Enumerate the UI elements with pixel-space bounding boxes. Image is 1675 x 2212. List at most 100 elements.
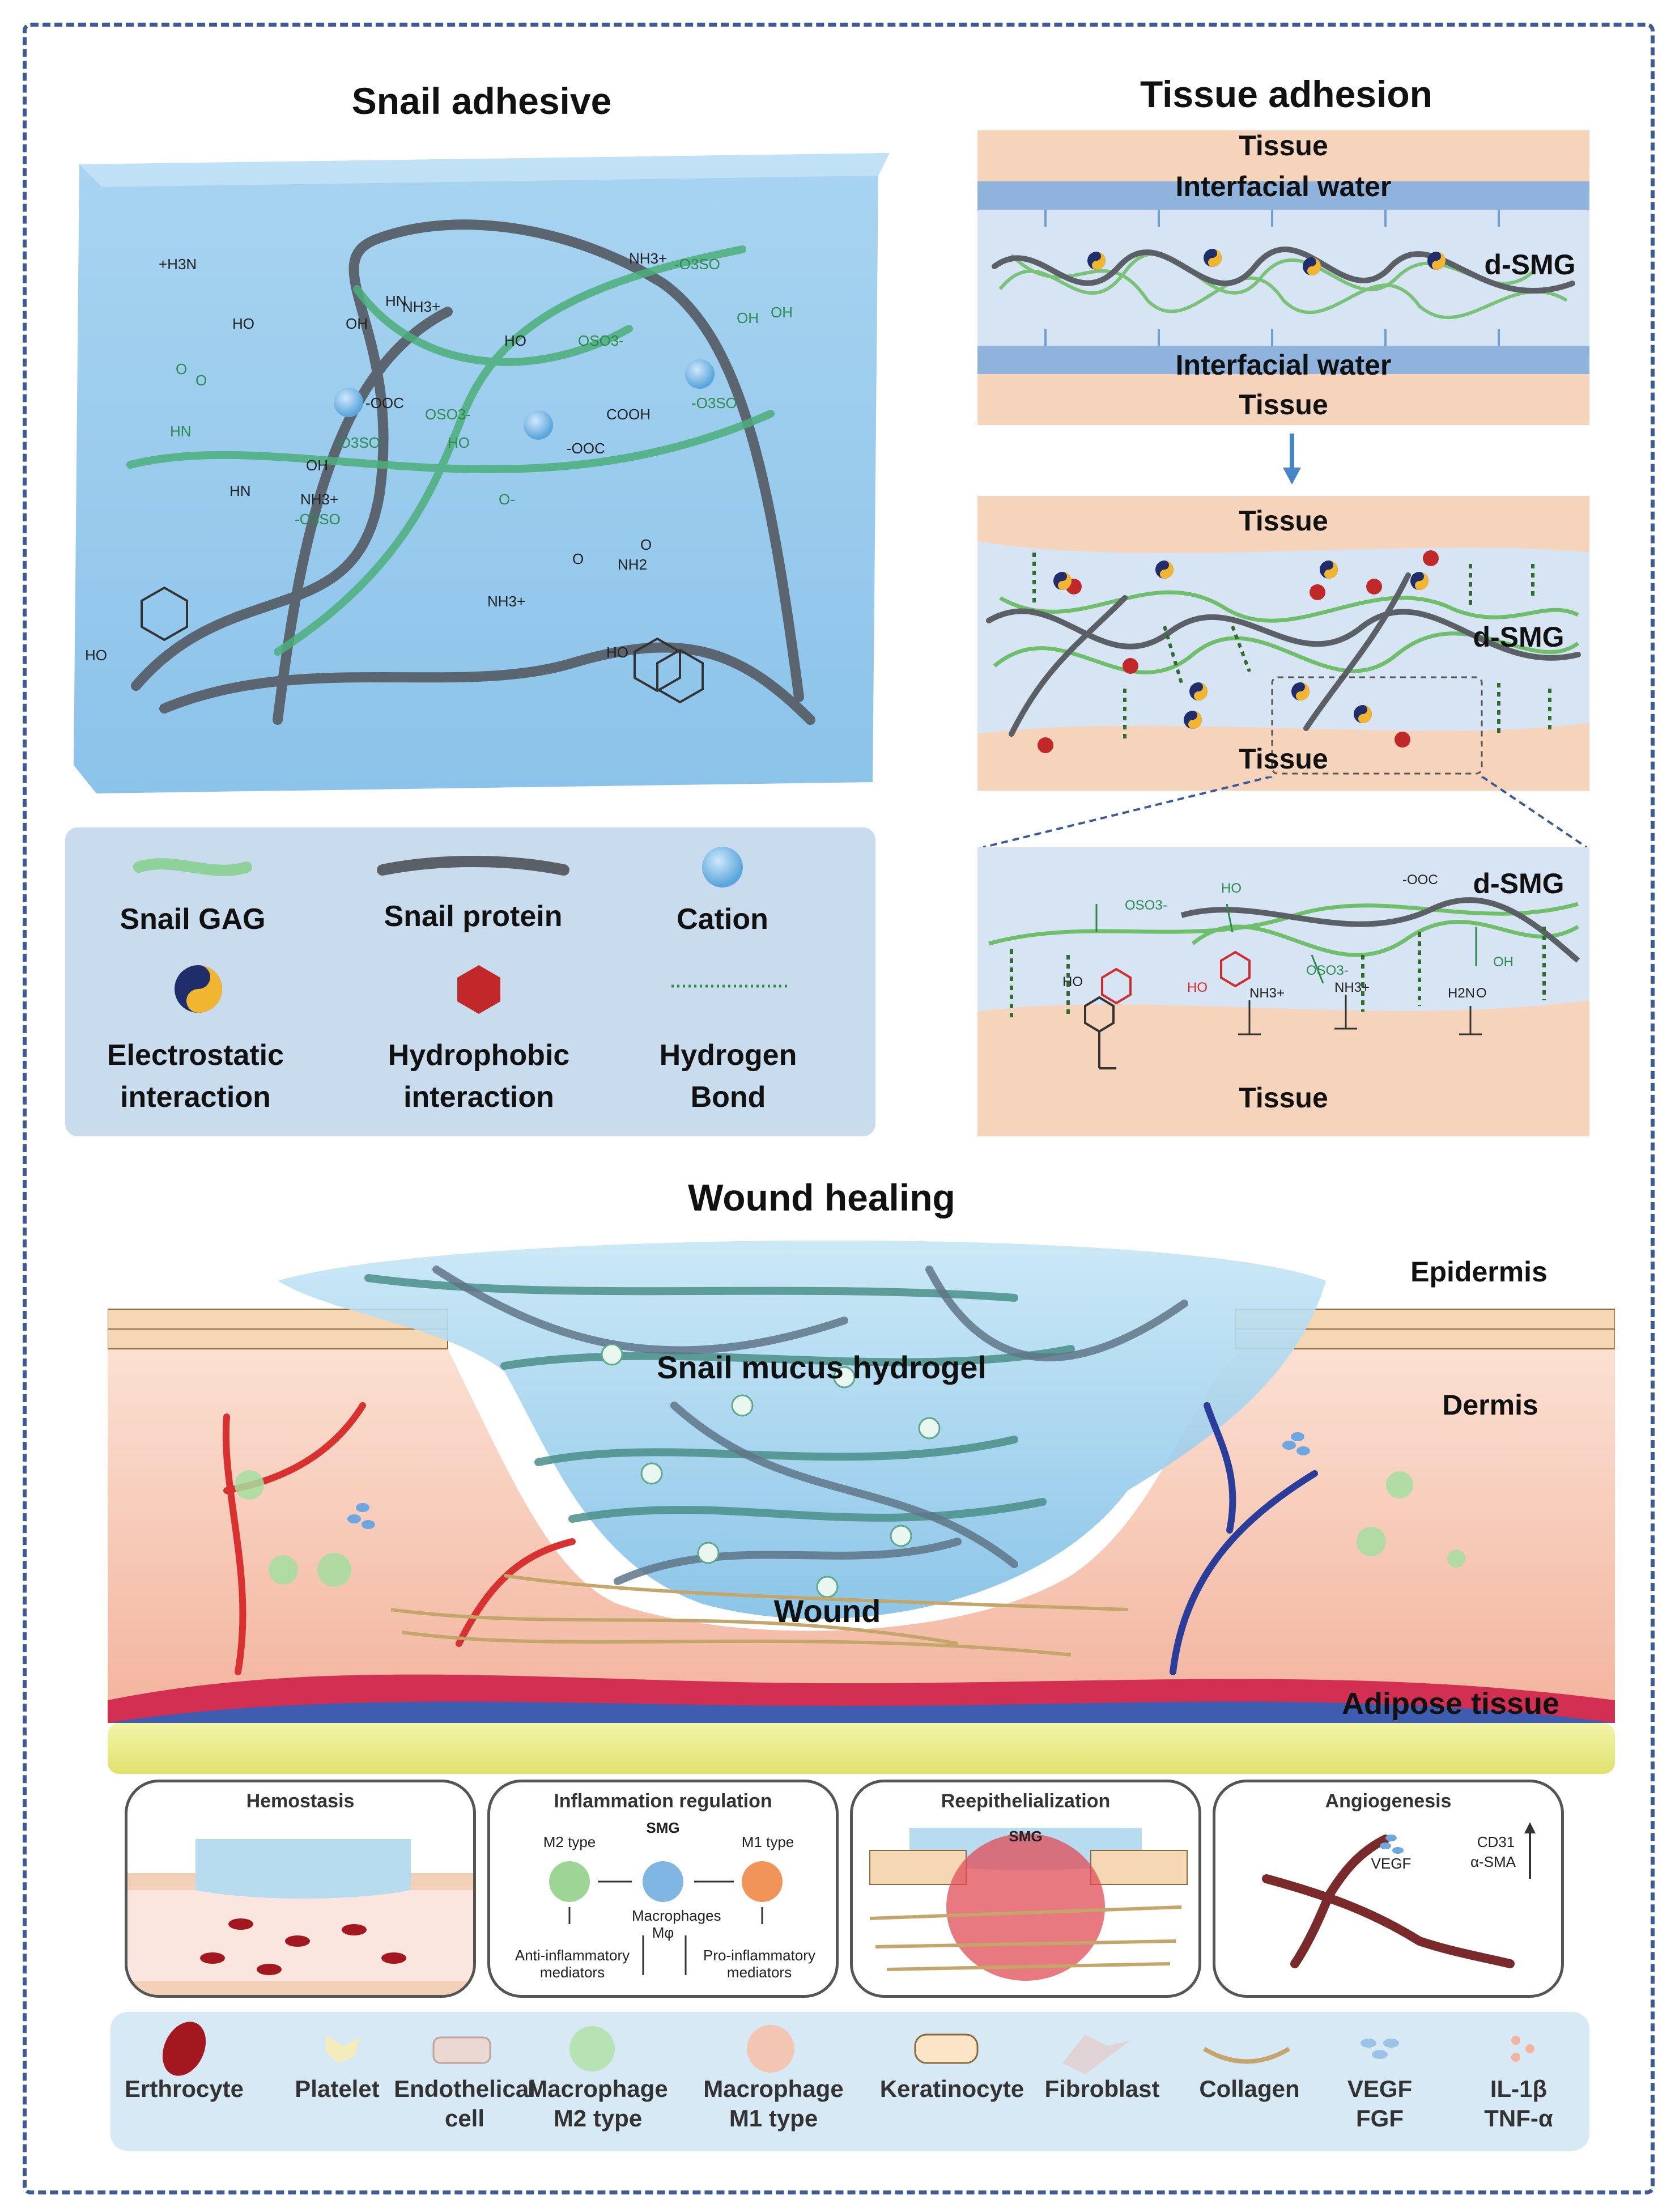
p1-tissue-bottom: Tissue [1239, 389, 1328, 421]
svg-text:HO: HO [606, 644, 628, 661]
wound-healing-scene [108, 1240, 1615, 1774]
electrostatic-icon [175, 965, 222, 1013]
legend-gag-label: Snail GAG [120, 903, 266, 936]
svg-text:OSO3-: OSO3- [425, 406, 471, 423]
svg-text:-O3SO: -O3SO [674, 256, 720, 273]
svg-text:OSO3-: OSO3- [578, 332, 624, 349]
svg-text:OSO3-: OSO3- [1306, 963, 1349, 978]
tissue-adhesion-panel-2 [977, 496, 1589, 791]
svg-text:HO: HO [85, 647, 107, 664]
reepithelialization-title: Reepithelialization [941, 1790, 1111, 1812]
phenyl-rings [141, 586, 704, 704]
svg-text:OH: OH [771, 304, 793, 321]
svg-text:O: O [1476, 986, 1487, 1001]
svg-text:OH: OH [306, 457, 328, 474]
cation-spheres [334, 359, 715, 440]
electrostatic-markers [1087, 249, 1446, 275]
svg-text:HO: HO [1187, 980, 1208, 995]
angiogenesis-title: Angiogenesis [1325, 1790, 1452, 1812]
svg-text:NH3+: NH3+ [629, 250, 667, 267]
svg-text:H2N: H2N [1448, 986, 1475, 1001]
p1-dsmg: d-SMG [1484, 249, 1576, 281]
p2-dsmg: d-SMG [1473, 621, 1565, 653]
svg-text:-O3SO: -O3SO [295, 511, 341, 528]
zoom-lines [983, 776, 1588, 848]
dashed-frame [23, 23, 1655, 2194]
svg-text:NH3+: NH3+ [487, 593, 525, 610]
svg-text:HO: HO [232, 315, 254, 332]
wound-label: Wound [773, 1593, 881, 1629]
legend-cation-label: Cation [677, 903, 768, 936]
gel-top-face [79, 153, 890, 187]
legend-protein-label: Snail protein [384, 900, 563, 933]
gel-block [74, 153, 890, 793]
svg-text:NH3+: NH3+ [300, 491, 338, 508]
hydrogel-label: Snail mucus hydrogel [657, 1349, 987, 1385]
stage-reepithelialization: Reepithelialization SMG [850, 1780, 1201, 1998]
tissue-adhesion-panel-3: OSO3- HO -OOC OSO3- OH HO HO NH3+ NH3+ H… [977, 847, 1589, 1136]
cation-swatch [702, 847, 743, 888]
p1-tissue-top: Tissue [1239, 130, 1328, 162]
stage-angiogenesis: Angiogenesis VEGF CD31 α-SMA [1213, 1780, 1564, 1998]
chem-labels: +H3N NH3+ -O3SO HN NH3+ OH HO OH O HO -O… [85, 250, 793, 664]
svg-text:O: O [640, 536, 652, 553]
inflammation-title: Inflammation regulation [554, 1790, 772, 1812]
tissue-adhesion-panel-1 [977, 130, 1589, 425]
svg-text:NH2: NH2 [618, 556, 647, 573]
p3-dsmg: d-SMG [1473, 868, 1565, 899]
svg-text:O-: O- [499, 491, 515, 508]
snail-adhesive-panel: +H3N NH3+ -O3SO HN NH3+ OH HO OH O HO -O… [74, 153, 890, 793]
p1-water-top: Interfacial water [1175, 171, 1392, 202]
p3-tissue: Tissue [1239, 1082, 1328, 1114]
snail-protein-swatch [377, 856, 569, 876]
dermis-label: Dermis [1442, 1389, 1538, 1421]
gag-chains [126, 245, 775, 656]
hydrogen-bond-icon [671, 984, 790, 988]
adipose-label: Adipose tissue [1341, 1687, 1560, 1721]
dermis-layer [108, 1349, 1615, 1700]
p2-tissue-top: Tissue [1239, 505, 1328, 537]
svg-text:HO: HO [1221, 881, 1242, 896]
hydrophobic-icon [457, 965, 500, 1014]
svg-text:HN: HN [229, 482, 251, 499]
hydrogel [278, 1240, 1326, 1619]
svg-text:O: O [195, 372, 207, 389]
legend-box: Snail GAG Snail protein Cation Electrost… [65, 827, 875, 1136]
p2-tissue-bottom: Tissue [1239, 743, 1328, 775]
stage-hemostasis: Hemostasis [125, 1780, 476, 1998]
svg-text:HN: HN [170, 423, 192, 440]
tissue-adhesion-title: Tissue adhesion [1140, 73, 1432, 115]
snail-gag-swatch [133, 858, 252, 876]
svg-text:-OOC: -OOC [365, 394, 404, 411]
svg-text:OH: OH [346, 315, 368, 332]
svg-text:HO: HO [1062, 974, 1083, 990]
snail-adhesive-title: Snail adhesive [351, 80, 612, 122]
svg-text:OSO3-: OSO3- [1125, 898, 1167, 913]
svg-text:HO: HO [504, 332, 526, 349]
svg-text:O: O [176, 360, 187, 377]
svg-text:-OOC: -OOC [567, 440, 605, 457]
svg-text:-O3SO: -O3SO [334, 434, 380, 451]
adipose-layer [108, 1723, 1615, 1774]
svg-text:NH3+: NH3+ [1249, 986, 1285, 1001]
svg-text:NH3+: NH3+ [402, 298, 440, 315]
p1-water-bottom: Interfacial water [1175, 349, 1392, 381]
svg-text:NH3+: NH3+ [1334, 980, 1370, 995]
stage-inflammation: Inflammation regulation SMG M2 type M1 t… [487, 1780, 839, 1998]
svg-text:O: O [572, 550, 584, 567]
svg-text:HO: HO [448, 434, 470, 451]
svg-text:-OOC: -OOC [1402, 872, 1438, 888]
down-arrow [1283, 434, 1301, 485]
hemostasis-title: Hemostasis [246, 1790, 355, 1812]
svg-text:COOH: COOH [606, 406, 651, 423]
svg-text:HN: HN [385, 292, 407, 309]
epidermis-label: Epidermis [1410, 1256, 1548, 1288]
svg-text:-O3SO: -O3SO [691, 394, 737, 411]
wound-healing-title: Wound healing [688, 1177, 955, 1218]
svg-text:OH: OH [737, 309, 759, 326]
svg-text:OH: OH [1493, 954, 1514, 970]
